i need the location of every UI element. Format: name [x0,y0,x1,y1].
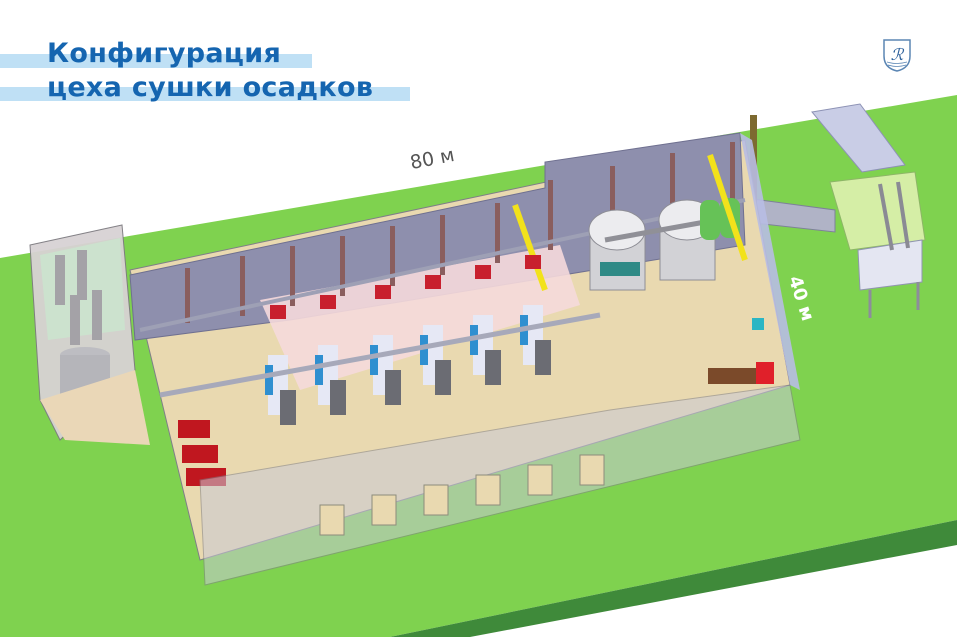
right-wall [740,133,800,390]
title-highlight-bar [0,87,410,101]
storage-tank-building [29,224,150,445]
pipe-rack [159,312,601,398]
truck [708,362,774,384]
loading-station [829,171,926,318]
svg-text:ℛ: ℛ [891,45,905,64]
back-wall [129,132,746,341]
title-line-1: Конфигурация [47,38,282,69]
dryer-line [265,305,296,425]
transformer-rooms [319,454,605,536]
title-line-2: цеха сушки осадков [47,72,374,103]
crane-arm [512,204,548,291]
crane-beam [139,198,746,332]
title-highlight-bar [0,54,312,68]
green-tank [700,200,720,240]
dryer-line [315,295,346,415]
ground-edge [390,520,957,637]
dryer-hall-zone [260,245,580,390]
crane-arm [707,154,748,261]
dryer-line [420,275,451,395]
conveyor-gallery [811,103,906,173]
monogram-shield-logo: ℛ [883,39,911,72]
structural-columns [185,142,735,323]
dryer-line [370,285,401,405]
cyan-box [752,318,764,330]
control-cabinets [178,420,226,486]
